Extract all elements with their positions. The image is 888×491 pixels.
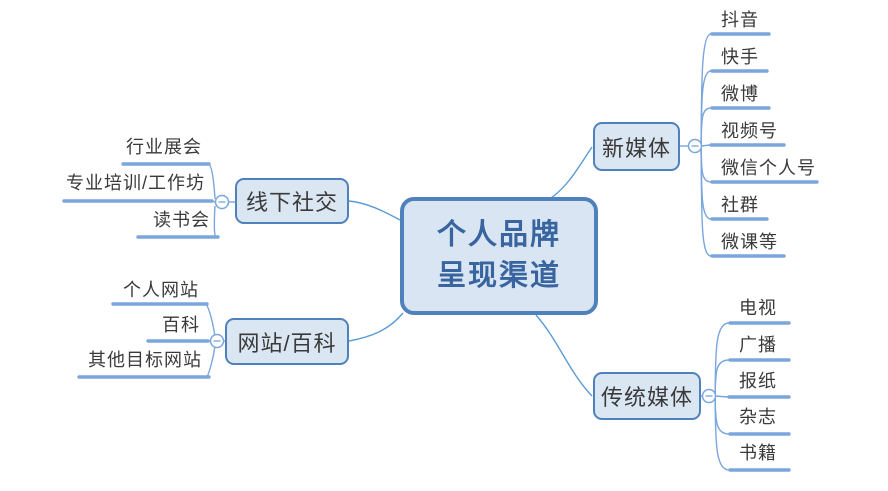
branch-topic-website-wiki[interactable]: 网站/百科 [225,318,349,365]
child-topic-newspaper[interactable]: 报纸 [739,371,777,391]
root-topic-line1: 个人品牌 [436,219,561,251]
collapse-handle-website-wiki[interactable] [209,333,225,349]
collapse-handle-offline-social[interactable] [214,194,230,210]
branch-fan-traditional-media [701,322,730,471]
collapse-handle-new-media[interactable] [687,138,703,154]
child-topic-other-target-sites[interactable]: 其他目标网站 [88,350,202,370]
child-topic-industry-expo[interactable]: 行业展会 [126,137,202,157]
child-topic-personal-website[interactable]: 个人网站 [123,280,199,300]
child-topic-micro-course[interactable]: 微课等 [721,232,778,252]
root-topic-line2: 呈现渠道 [436,260,561,292]
child-topic-tv[interactable]: 电视 [739,298,777,318]
branch-topic-label: 传统媒体 [600,385,693,410]
branch-topic-label: 线下社交 [245,190,338,215]
child-topic-community[interactable]: 社群 [721,195,759,215]
branch-topic-new-media[interactable]: 新媒体 [593,122,680,171]
branch-fan-new-media [680,33,712,257]
child-topic-wechat-personal[interactable]: 微信个人号 [721,158,816,178]
branch-topic-traditional-media[interactable]: 传统媒体 [593,372,701,420]
root-topic[interactable]: 个人品牌 呈现渠道 [400,197,598,315]
branch-topic-label: 网站/百科 [237,330,337,356]
child-topic-books[interactable]: 书籍 [739,443,777,463]
child-topic-douyin[interactable]: 抖音 [721,10,759,30]
child-underlines-traditional-media [727,321,791,472]
child-topic-radio[interactable]: 广播 [739,335,777,355]
branch-topic-label: 新媒体 [601,135,671,161]
child-topic-magazine[interactable]: 杂志 [739,407,777,427]
child-topic-wiki[interactable]: 百科 [162,315,200,335]
child-topic-kuaishou[interactable]: 快手 [721,47,759,67]
child-underlines-offline-social [62,162,220,239]
child-underlines-new-media [709,32,819,258]
child-topic-weibo[interactable]: 微博 [721,84,759,104]
child-topic-training-workshop[interactable]: 专业培训/工作坊 [65,173,205,193]
child-topic-book-club[interactable]: 读书会 [153,210,210,230]
root-branch-connectors [348,146,593,397]
child-underlines-website-wiki [77,302,211,379]
branch-topic-offline-social[interactable]: 线下社交 [235,178,349,224]
collapse-handle-traditional-media[interactable] [701,388,717,404]
child-topic-video-account[interactable]: 视频号 [721,121,778,141]
